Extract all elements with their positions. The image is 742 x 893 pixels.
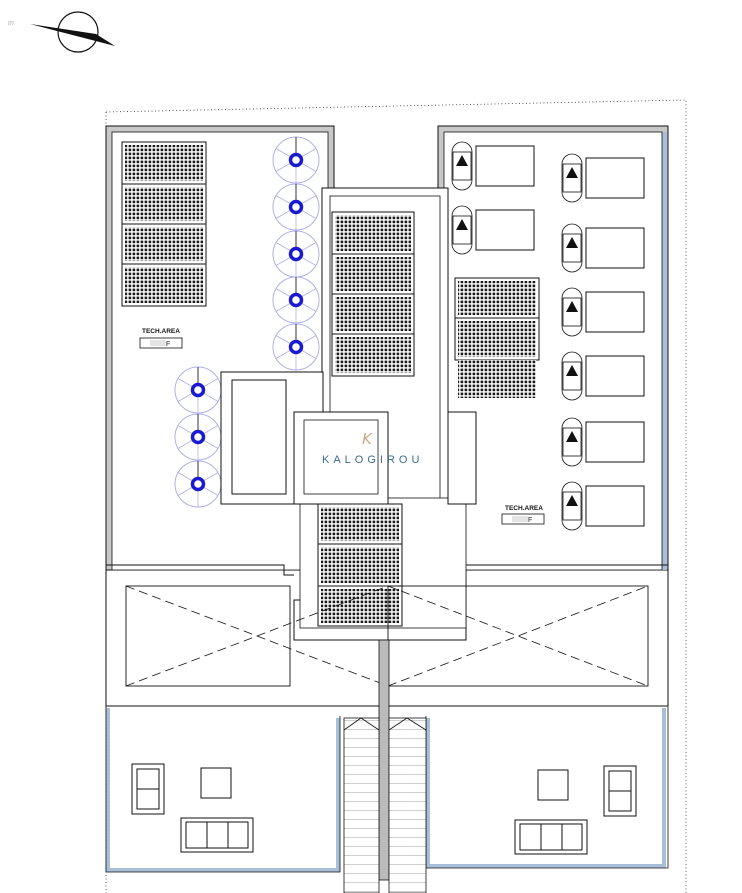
water-tank-icon [272,323,320,371]
tech-area-right: TECH.AREA F [501,505,545,525]
ac-unit-icon [561,287,645,337]
tech-area-right-code: F [528,517,532,524]
water-tank-icon [272,230,320,278]
solar-array-right [454,277,540,398]
solar-array-left [121,141,207,307]
ac-unit-icon [561,153,645,203]
water-tank-icon [272,276,320,324]
coffee-table-icon [200,767,232,799]
tech-area-left-code: F [166,341,170,348]
water-tank-icon [174,366,222,414]
terrace-left [105,706,341,873]
brand-name: KALOGIROU [322,454,423,466]
water-tank-icon [174,413,222,461]
sofa-icon [514,819,588,855]
sofa-icon [180,817,254,853]
brand-monogram: K [362,430,373,448]
ac-unit-icon [561,417,645,467]
north-arrow-icon: m [8,11,115,53]
lift-shaft [220,371,477,505]
tech-area-left: TECH.AREA F [139,328,183,349]
ac-unit-icon [451,141,535,191]
coffee-table-icon [537,769,569,801]
north-tag: m [8,20,14,27]
ac-unit-icon [561,223,645,273]
water-tank-group [174,136,320,508]
water-tank-icon [174,460,222,508]
solar-array-lower [317,503,403,627]
water-tank-icon [272,183,320,231]
staircase [343,717,427,893]
brand-watermark: K KALOGIROU [322,430,423,466]
tech-area-right-label: TECH.AREA [505,505,543,512]
ac-unit-group [451,141,645,531]
ac-unit-icon [561,351,645,401]
armchair-icon [131,763,165,815]
water-tank-icon [272,136,320,184]
solar-array-center [331,211,415,377]
ac-unit-icon [451,205,535,255]
ac-unit-icon [561,481,645,531]
tech-area-left-label: TECH.AREA [142,328,180,335]
armchair-icon [603,765,637,817]
